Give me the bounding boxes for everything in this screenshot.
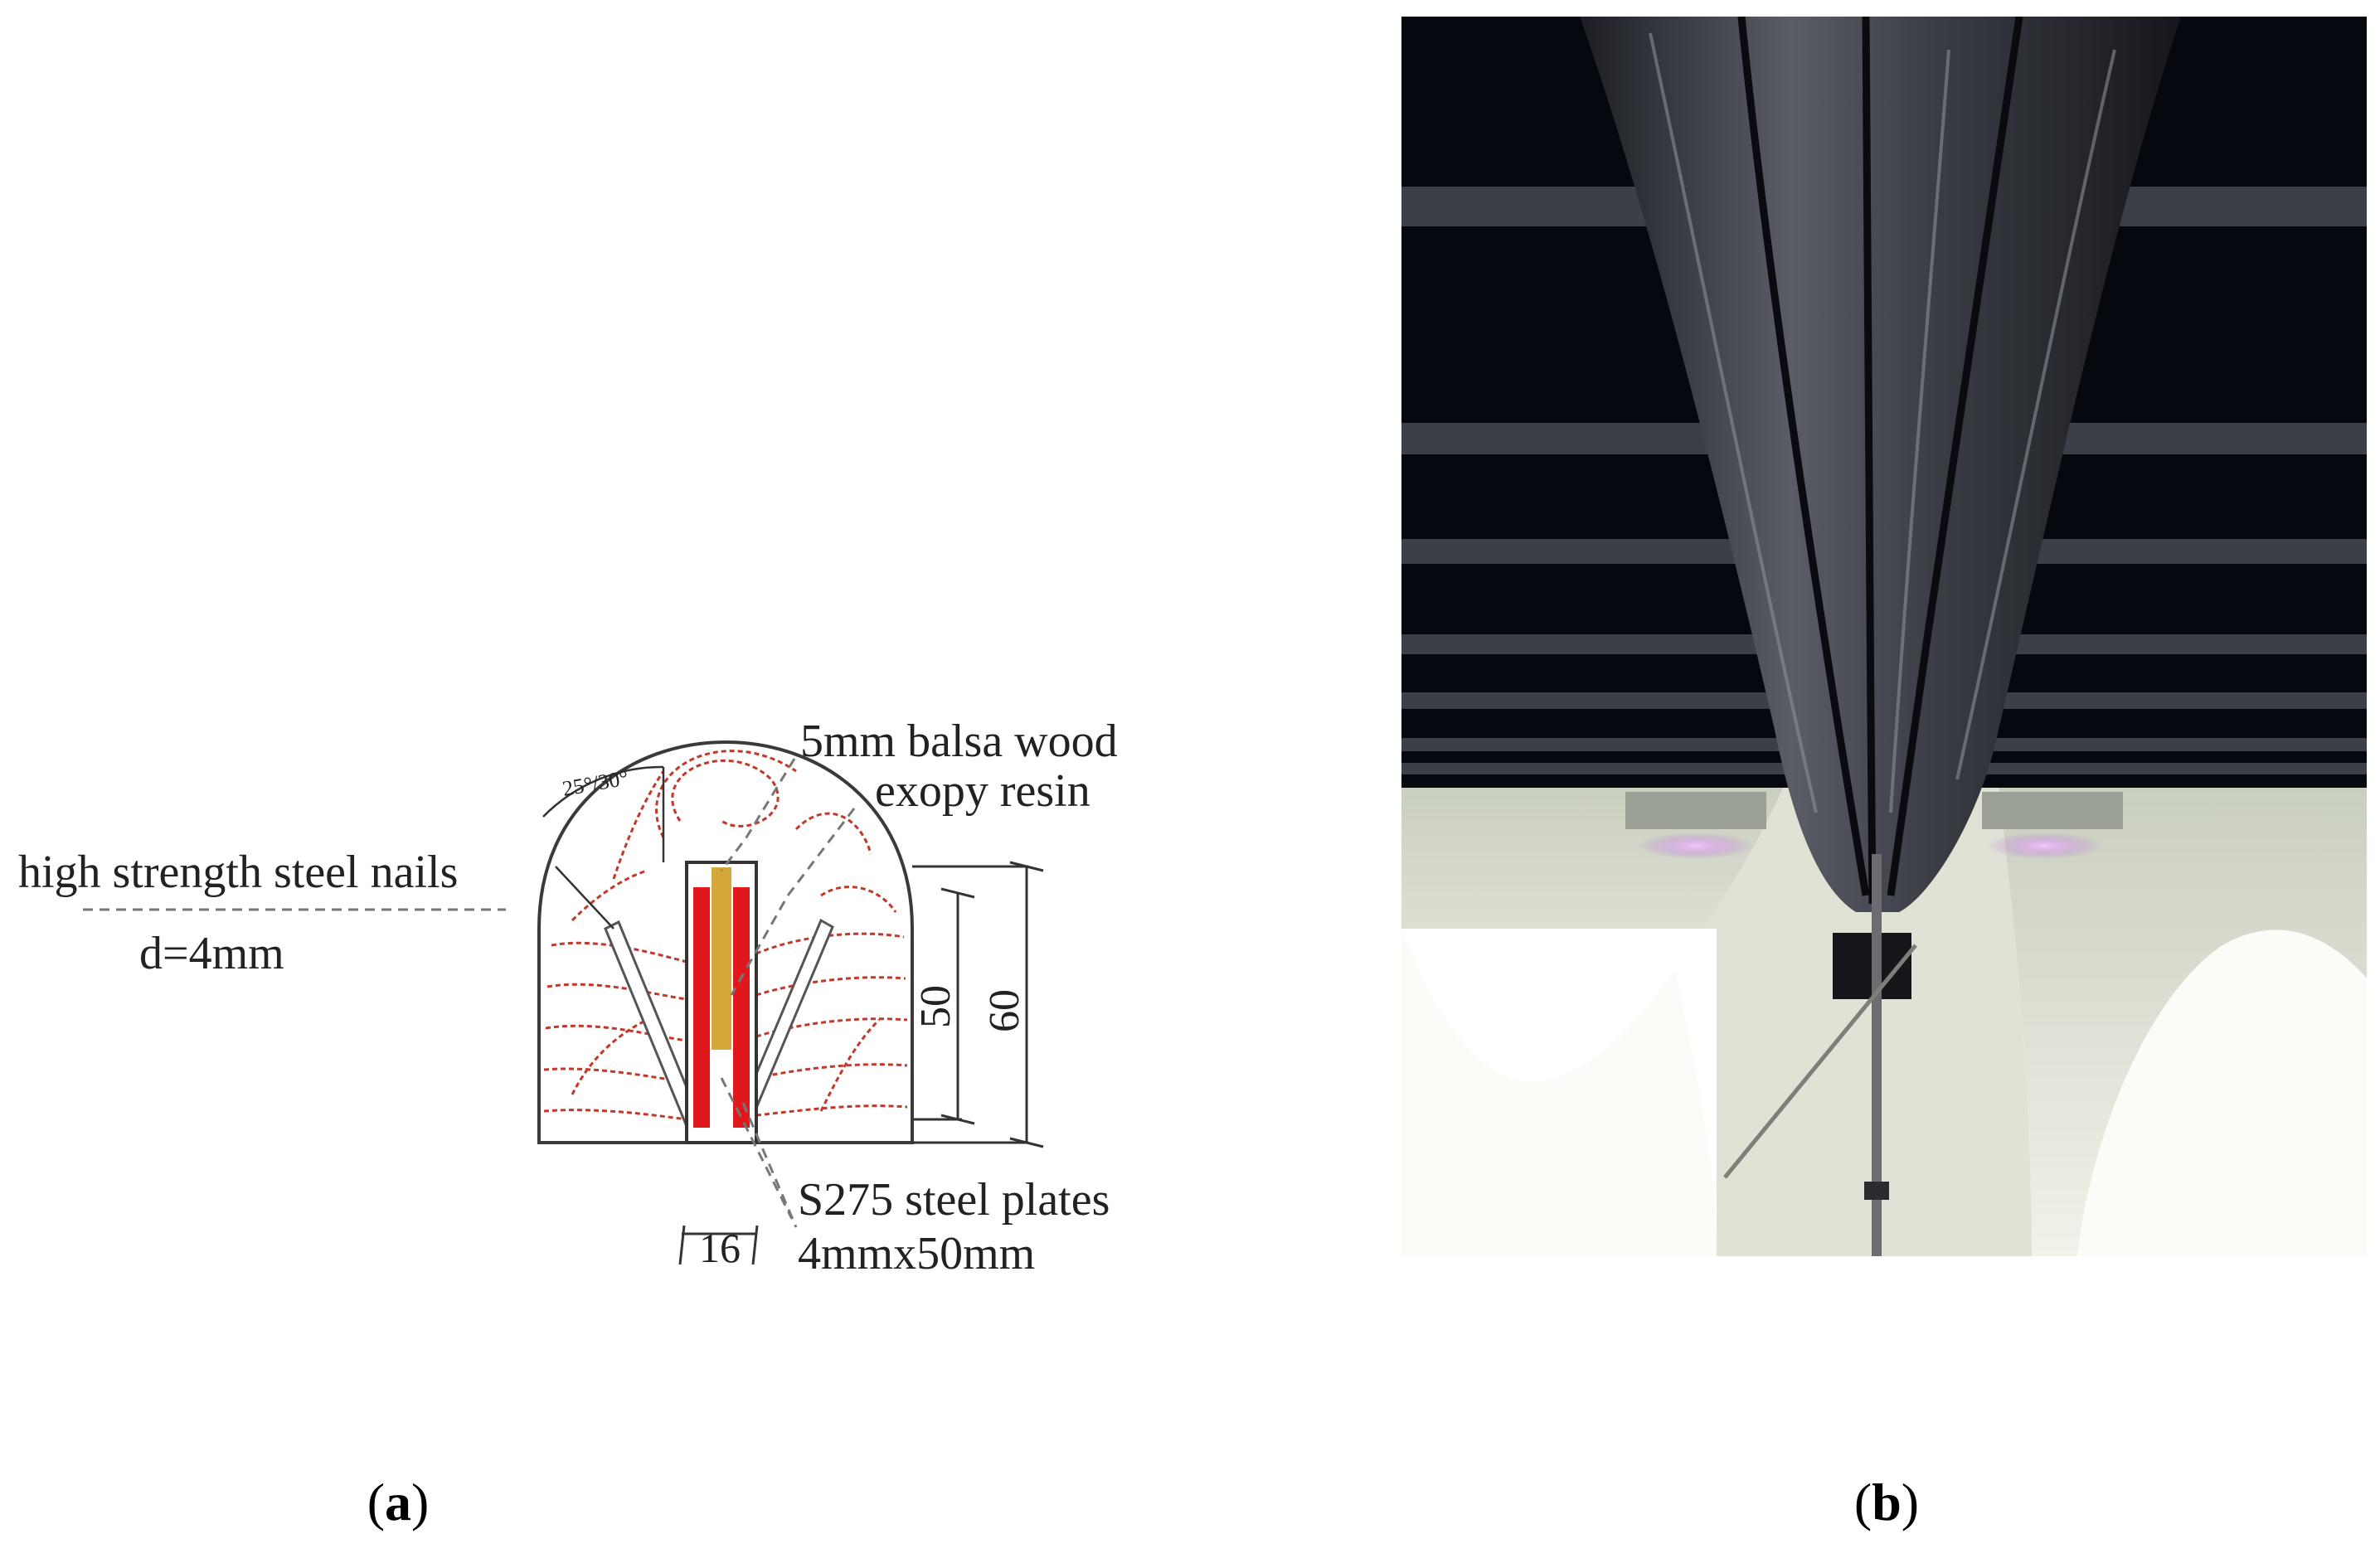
caption-a-close: ) bbox=[411, 1473, 430, 1531]
beam-highlights bbox=[1649, 32, 2116, 813]
angle-arc bbox=[542, 765, 664, 818]
dimension-60: 60 bbox=[981, 989, 1028, 1032]
right-arch bbox=[1999, 788, 2367, 1256]
balsa-wood-core bbox=[712, 867, 731, 1050]
wood-grain-lines bbox=[543, 750, 908, 1121]
timber-section-outline bbox=[537, 740, 914, 1144]
cross-section-diagram: 25°/30° 5mm balsa wood exopy resin high … bbox=[18, 716, 1118, 1279]
caption-a: (a) bbox=[315, 1472, 481, 1533]
steel-plate-right bbox=[733, 887, 750, 1128]
label-nail-diameter: d=4mm bbox=[139, 928, 284, 979]
caption-b-letter: b bbox=[1872, 1473, 1902, 1531]
light-glow-left bbox=[1638, 832, 1754, 859]
caption-b-open: ( bbox=[1853, 1473, 1872, 1531]
nails-leader bbox=[555, 866, 614, 930]
lower-left-arch-edge bbox=[1401, 929, 1717, 1256]
leader-lines bbox=[83, 758, 856, 1228]
diagonal-brace bbox=[1723, 944, 1917, 1179]
support-rod bbox=[1872, 854, 1882, 1256]
dimension-lines bbox=[678, 861, 1044, 1265]
dimension-16: 16 bbox=[699, 1225, 741, 1271]
reinforced-beam bbox=[1580, 17, 2181, 912]
caption-b-close: ) bbox=[1901, 1473, 1920, 1531]
caption-b: (b) bbox=[1804, 1472, 1970, 1533]
steel-plate-left bbox=[693, 887, 710, 1128]
label-epoxy-resin: exopy resin bbox=[875, 765, 1090, 817]
cross-section-svg: 25°/30° 5mm balsa wood exopy resin high … bbox=[18, 716, 1118, 1279]
label-steel-nails: high strength steel nails bbox=[18, 847, 458, 898]
rod-clamp bbox=[1864, 1182, 1889, 1200]
caption-a-open: ( bbox=[367, 1473, 385, 1531]
label-balsa-wood: 5mm balsa wood bbox=[800, 716, 1118, 767]
caption-a-letter: a bbox=[385, 1473, 411, 1531]
label-steel-plates: S275 steel plates bbox=[798, 1174, 1110, 1226]
beam-photo-svg bbox=[1401, 16, 2367, 1256]
beam-grooves bbox=[1737, 16, 2023, 905]
beam-photograph bbox=[1401, 16, 2367, 1256]
light-fixture-right bbox=[1982, 792, 2123, 829]
light-fixture-left bbox=[1625, 792, 1766, 829]
dimension-50: 50 bbox=[912, 985, 959, 1028]
light-glow-right bbox=[1986, 832, 2102, 859]
label-plate-size: 4mmx50mm bbox=[798, 1228, 1035, 1279]
lower-right-arch-edge bbox=[2077, 930, 2367, 1256]
